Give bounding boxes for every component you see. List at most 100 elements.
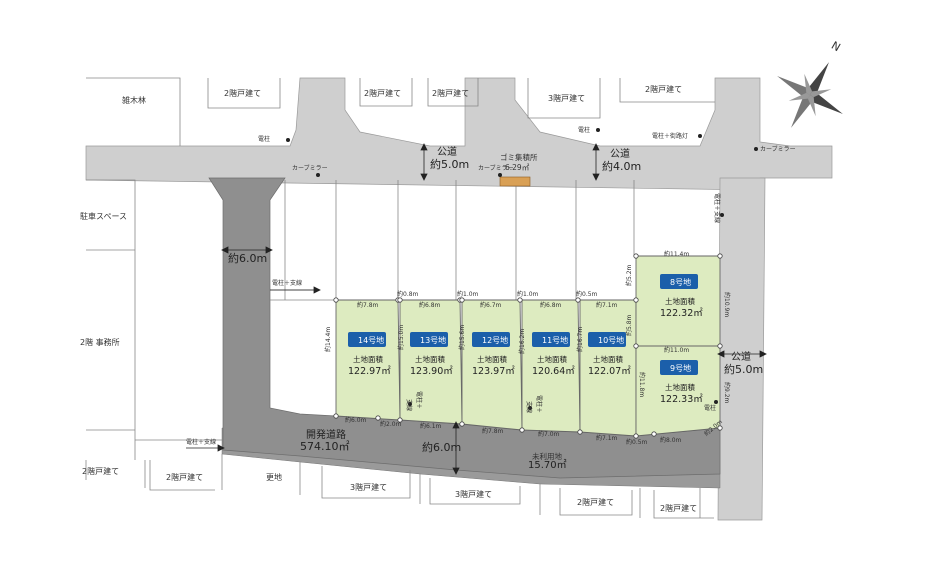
width-arrows bbox=[186, 143, 767, 475]
dim-side-9: 約9.2m bbox=[723, 382, 731, 404]
compass-icon bbox=[777, 62, 843, 128]
unused-land-area: 15.70㎡ bbox=[528, 459, 567, 471]
side-dimensions: 約14.4m 約15.0m 約15.6m 約16.2m 約16.7m 約5.2m… bbox=[324, 264, 731, 403]
lot-name: 14号地 bbox=[358, 335, 384, 345]
lot-area: 120.64㎡ bbox=[532, 366, 575, 377]
east-road-width: 約5.0m bbox=[724, 362, 763, 376]
lot-12-label: 12号地 土地面積 123.97㎡ bbox=[472, 332, 515, 377]
dim-bot-4: 約7.0m bbox=[538, 430, 560, 438]
dim-bot-7: 約8.0m bbox=[660, 436, 682, 444]
dim-top-7: 約0.5m bbox=[576, 290, 598, 298]
lot-area: 122.97㎡ bbox=[348, 366, 391, 377]
dim-top-3: 約1.0m bbox=[457, 290, 479, 298]
dim-side-6: 約5.8m bbox=[625, 314, 633, 336]
dim-side-2: 約15.6m bbox=[458, 325, 466, 350]
dim-lot8-top: 約11.4m bbox=[664, 250, 689, 258]
label-zoukibayashi: 雑木林 bbox=[122, 95, 146, 105]
lot-area-label: 土地面積 bbox=[665, 296, 695, 306]
house-s2: 2階戸建て bbox=[166, 472, 203, 482]
pole-2: 電柱 bbox=[578, 126, 590, 134]
label-parking: 駐車スペース bbox=[80, 211, 127, 221]
house-n5: 2階戸建て bbox=[645, 84, 682, 94]
pole-east-2: 電柱 bbox=[704, 404, 716, 412]
lot-area: 123.90㎡ bbox=[410, 366, 453, 377]
lot-11-label: 11号地 土地面積 120.64㎡ bbox=[532, 332, 575, 377]
lot-area-label: 土地面積 bbox=[477, 354, 507, 364]
public-road-width-2: 約4.0m bbox=[602, 159, 641, 173]
lot-area-label: 土地面積 bbox=[353, 354, 383, 364]
dim-side-1: 約15.0m bbox=[397, 325, 405, 350]
north-public-road bbox=[85, 77, 833, 191]
lot-10-label: 10号地 土地面積 122.07㎡ bbox=[588, 332, 631, 377]
lot-area: 123.97㎡ bbox=[472, 366, 515, 377]
house-n3: 2階戸建て bbox=[432, 88, 469, 98]
stay-lot11: 支線 bbox=[525, 401, 533, 413]
pole-1: 電柱 bbox=[258, 135, 270, 143]
pole-streetlight: 電柱＋街路灯 bbox=[652, 132, 688, 140]
east-public-road bbox=[717, 177, 766, 521]
garbage-area: 6.29㎡ bbox=[505, 163, 530, 172]
lot-badge bbox=[660, 274, 698, 289]
dim-bot-2: 約6.1m bbox=[420, 422, 442, 430]
parcel-lines bbox=[85, 77, 715, 519]
pole-stay-east: 電柱＋支線 bbox=[713, 193, 721, 223]
dim-top-4: 約6.7m bbox=[480, 301, 502, 309]
pole-markers bbox=[286, 128, 758, 410]
lot-area-label: 土地面積 bbox=[537, 354, 567, 364]
house-s6: 2階戸建て bbox=[660, 503, 697, 513]
house-n4: 3階戸建て bbox=[548, 93, 585, 103]
dev-road-width-a: 約6.0m bbox=[228, 251, 267, 265]
dim-side-3: 約16.2m bbox=[518, 329, 526, 354]
label-sarachi: 更地 bbox=[266, 472, 282, 482]
dim-bot-5: 約7.1m bbox=[596, 434, 618, 442]
lot-badge bbox=[348, 332, 386, 347]
lot-badge bbox=[588, 332, 626, 347]
dim-top-6: 約6.8m bbox=[540, 301, 562, 309]
dim-top-2: 約6.8m bbox=[419, 301, 441, 309]
lot-name: 12号地 bbox=[482, 335, 508, 345]
pole-lot11: 電柱＋ bbox=[535, 395, 543, 413]
dim-side-5: 約5.2m bbox=[625, 264, 633, 286]
lot-12[interactable] bbox=[461, 299, 523, 431]
stay-lot13: 支線 bbox=[405, 399, 413, 411]
lot-9-label: 9号地 土地面積 122.33㎡ bbox=[660, 360, 703, 405]
lot-name: 9号地 bbox=[670, 363, 691, 373]
lot-area: 122.32㎡ bbox=[660, 308, 703, 319]
unused-land-label: 未利用地 bbox=[532, 451, 562, 461]
dim-side-7: 約11.8m bbox=[638, 372, 646, 397]
curve-mirror-1: カーブミラー bbox=[292, 164, 328, 172]
lot-badge bbox=[472, 332, 510, 347]
curve-mirror-2: カーブミラー bbox=[478, 164, 514, 172]
east-road-label: 公道 bbox=[731, 350, 751, 363]
garbage-site bbox=[499, 176, 531, 187]
dim-side-8: 約10.9m bbox=[723, 292, 731, 317]
lot-name: 13号地 bbox=[420, 335, 446, 345]
lot-badge bbox=[410, 332, 448, 347]
boundary-markers bbox=[333, 253, 723, 439]
dev-road-width-b: 約6.0m bbox=[422, 440, 461, 454]
dim-side-4: 約16.7m bbox=[576, 327, 584, 352]
lot-badge bbox=[660, 360, 698, 375]
house-s1: 2階戸建て bbox=[82, 466, 119, 476]
lot-13-label: 13号地 土地面積 123.90㎡ bbox=[410, 332, 453, 377]
dim-top-5: 約1.0m bbox=[517, 290, 539, 298]
pole-stay-2: 電柱＋支線 bbox=[186, 438, 216, 446]
lot-name: 8号地 bbox=[670, 277, 691, 287]
pole-lot13: 電柱＋ bbox=[415, 391, 423, 409]
house-n1: 2階戸建て bbox=[224, 88, 261, 98]
lot-14-label: 14号地 土地面積 122.97㎡ bbox=[348, 332, 391, 377]
pole-stay-1: 電柱＋支線 bbox=[272, 279, 302, 287]
lot-name: 11号地 bbox=[542, 335, 568, 345]
dim-bot-0: 約6.0m bbox=[345, 416, 367, 424]
lot-area: 122.33㎡ bbox=[660, 394, 703, 405]
dim-top-8: 約7.1m bbox=[596, 301, 618, 309]
dim-bot-1: 約2.0m bbox=[380, 420, 402, 428]
lot-name: 10号地 bbox=[598, 335, 624, 345]
compass-north-icon: N bbox=[829, 39, 843, 54]
house-s3: 3階戸建て bbox=[350, 482, 387, 492]
lot-area: 122.07㎡ bbox=[588, 366, 631, 377]
dim-side-0: 約14.4m bbox=[324, 327, 332, 352]
house-s5: 2階戸建て bbox=[577, 497, 614, 507]
curve-mirror-3: カーブミラー bbox=[760, 145, 796, 153]
